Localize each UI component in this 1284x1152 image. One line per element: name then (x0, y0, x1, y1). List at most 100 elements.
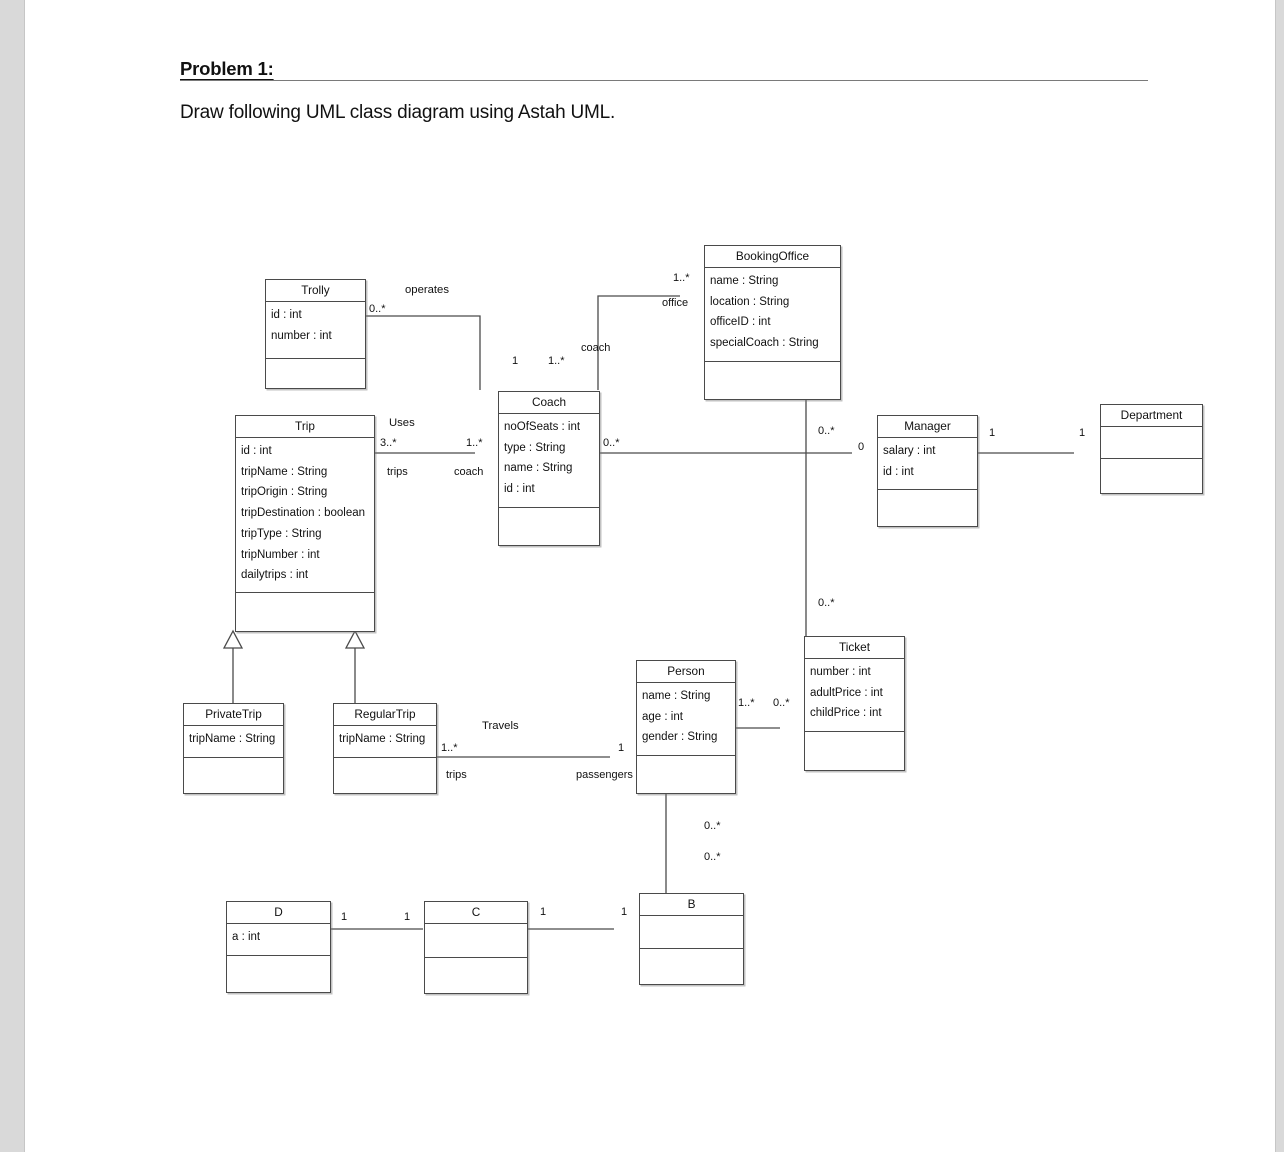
attribute-row: id : int (883, 465, 914, 478)
attribute-row: id : int (271, 309, 302, 321)
attribute-row: name : String (642, 690, 711, 702)
attribute-row: gender : String (642, 731, 718, 744)
attribute-row: name : String (710, 275, 779, 287)
class-name-trip: Trip (236, 416, 374, 438)
class-name-trolly: Trolly (266, 280, 365, 302)
class-box-person[interactable]: Person name : String age : int gender : … (636, 660, 736, 794)
attribute-row: tripName : String (189, 733, 276, 745)
role-office: office (662, 297, 689, 309)
attribute-row: salary : int (883, 445, 936, 457)
class-name-coach: Coach (499, 392, 599, 414)
attribute-row: id : int (504, 483, 535, 496)
multiplicity-regulartrip-travels: 1..* (441, 742, 458, 754)
multiplicity-department-manager: 1 (1079, 427, 1086, 439)
role-trips-uses: trips (387, 466, 408, 478)
class-name-b: B (640, 894, 743, 916)
multiplicity-coach-uses: 1..* (466, 437, 483, 449)
role-coach-bookingoffice: coach (581, 342, 611, 354)
document-page: Problem 1: Draw following UML class diag… (25, 0, 1275, 1152)
multiplicity-trolly-operates: 0..* (369, 303, 386, 315)
multiplicity-trip-uses: 3..* (380, 437, 397, 449)
multiplicity-d-c: 1 (341, 911, 348, 923)
attribute-row: noOfSeats : int (504, 421, 581, 433)
attribute-row: childPrice : int (810, 707, 882, 720)
title-divider (180, 80, 1148, 81)
class-attributes-bookingoffice: name : String location : String officeID… (705, 268, 840, 362)
class-attributes-regulartrip: tripName : String (334, 726, 436, 758)
multiplicity-person-ticket: 1..* (738, 697, 755, 709)
multiplicity-c-b: 1 (540, 906, 547, 918)
attribute-row: tripType : String (241, 527, 322, 540)
class-attributes-manager: salary : int id : int (878, 438, 977, 490)
class-attributes-trolly: id : int number : int (266, 302, 365, 359)
class-attributes-person: name : String age : int gender : String (637, 683, 735, 756)
attribute-row: specialCoach : String (710, 337, 819, 350)
multiplicity-bookingoffice-ticket: 0..* (818, 425, 835, 437)
class-box-regulartrip[interactable]: RegularTrip tripName : String (333, 703, 437, 794)
role-coach-uses: coach (454, 466, 484, 478)
attribute-row: number : int (810, 666, 871, 678)
attribute-row: location : String (710, 295, 790, 308)
instruction-text: Draw following UML class diagram using A… (180, 102, 616, 123)
multiplicity-b-c: 1 (621, 906, 628, 918)
class-box-ticket[interactable]: Ticket number : int adultPrice : int chi… (804, 636, 905, 771)
multiplicity-manager-department: 1 (989, 427, 996, 439)
attribute-row: name : String (504, 462, 573, 475)
class-name-bookingoffice: BookingOffice (705, 246, 840, 268)
class-box-c[interactable]: C (424, 901, 528, 994)
multiplicity-trolly-coach-one: 1 (512, 355, 519, 367)
attribute-row: id : int (241, 445, 272, 457)
attribute-row: tripName : String (339, 733, 426, 745)
multiplicity-bookingoffice-office: 1..* (673, 272, 690, 284)
multiplicity-coach-manager: 0..* (603, 437, 620, 449)
class-attributes-d: a : int (227, 924, 330, 956)
class-box-manager[interactable]: Manager salary : int id : int (877, 415, 978, 527)
class-attributes-privatetrip: tripName : String (184, 726, 283, 758)
class-attributes-department (1101, 427, 1202, 459)
class-attributes-coach: noOfSeats : int type : String name : Str… (499, 414, 599, 508)
class-box-trolly[interactable]: Trolly id : int number : int (265, 279, 366, 389)
role-passengers-travels: passengers (576, 769, 633, 781)
class-name-privatetrip: PrivateTrip (184, 704, 283, 726)
class-attributes-c (425, 924, 527, 958)
multiplicity-manager-coach: 0 (858, 441, 865, 453)
class-name-d: D (227, 902, 330, 924)
class-box-d[interactable]: D a : int (226, 901, 331, 993)
uml-class-diagram: Trolly id : int number : int BookingOffi… (25, 0, 1275, 1152)
association-name-travels: Travels (482, 720, 519, 732)
class-box-coach[interactable]: Coach noOfSeats : int type : String name… (498, 391, 600, 546)
class-attributes-ticket: number : int adultPrice : int childPrice… (805, 659, 904, 732)
association-name-uses: Uses (389, 417, 415, 429)
attribute-row: tripDestination : boolean (241, 507, 366, 520)
multiplicity-ticket-bookingoffice: 0..* (818, 597, 835, 609)
class-attributes-b (640, 916, 743, 949)
generalization-triangle-privatetrip (222, 629, 244, 649)
page-title: Problem 1: (180, 58, 274, 79)
page-right-margin (1275, 0, 1284, 1152)
class-name-department: Department (1101, 405, 1202, 427)
attribute-row: age : int (642, 710, 683, 723)
attribute-row: type : String (504, 441, 566, 454)
class-box-privatetrip[interactable]: PrivateTrip tripName : String (183, 703, 284, 794)
generalization-triangle-regulartrip (344, 629, 366, 649)
multiplicity-coach-operates: 1..* (548, 355, 565, 367)
attribute-row: number : int (271, 329, 332, 342)
class-name-c: C (425, 902, 527, 924)
multiplicity-b-person: 0..* (704, 851, 721, 863)
association-name-operates: operates (405, 284, 449, 296)
attribute-row: tripName : String (241, 465, 328, 478)
multiplicity-c-d: 1 (404, 911, 411, 923)
attribute-row: officeID : int (710, 316, 771, 329)
class-box-b[interactable]: B (639, 893, 744, 985)
class-name-person: Person (637, 661, 735, 683)
class-attributes-trip: id : int tripName : String tripOrigin : … (236, 438, 374, 593)
attribute-row: tripOrigin : String (241, 486, 328, 499)
attribute-row: a : int (232, 931, 261, 943)
class-box-bookingoffice[interactable]: BookingOffice name : String location : S… (704, 245, 841, 400)
multiplicity-person-b: 0..* (704, 820, 721, 832)
attribute-row: dailytrips : int (241, 569, 309, 582)
class-box-department[interactable]: Department (1100, 404, 1203, 494)
class-box-trip[interactable]: Trip id : int tripName : String tripOrig… (235, 415, 375, 632)
attribute-row: adultPrice : int (810, 686, 883, 699)
class-name-regulartrip: RegularTrip (334, 704, 436, 726)
